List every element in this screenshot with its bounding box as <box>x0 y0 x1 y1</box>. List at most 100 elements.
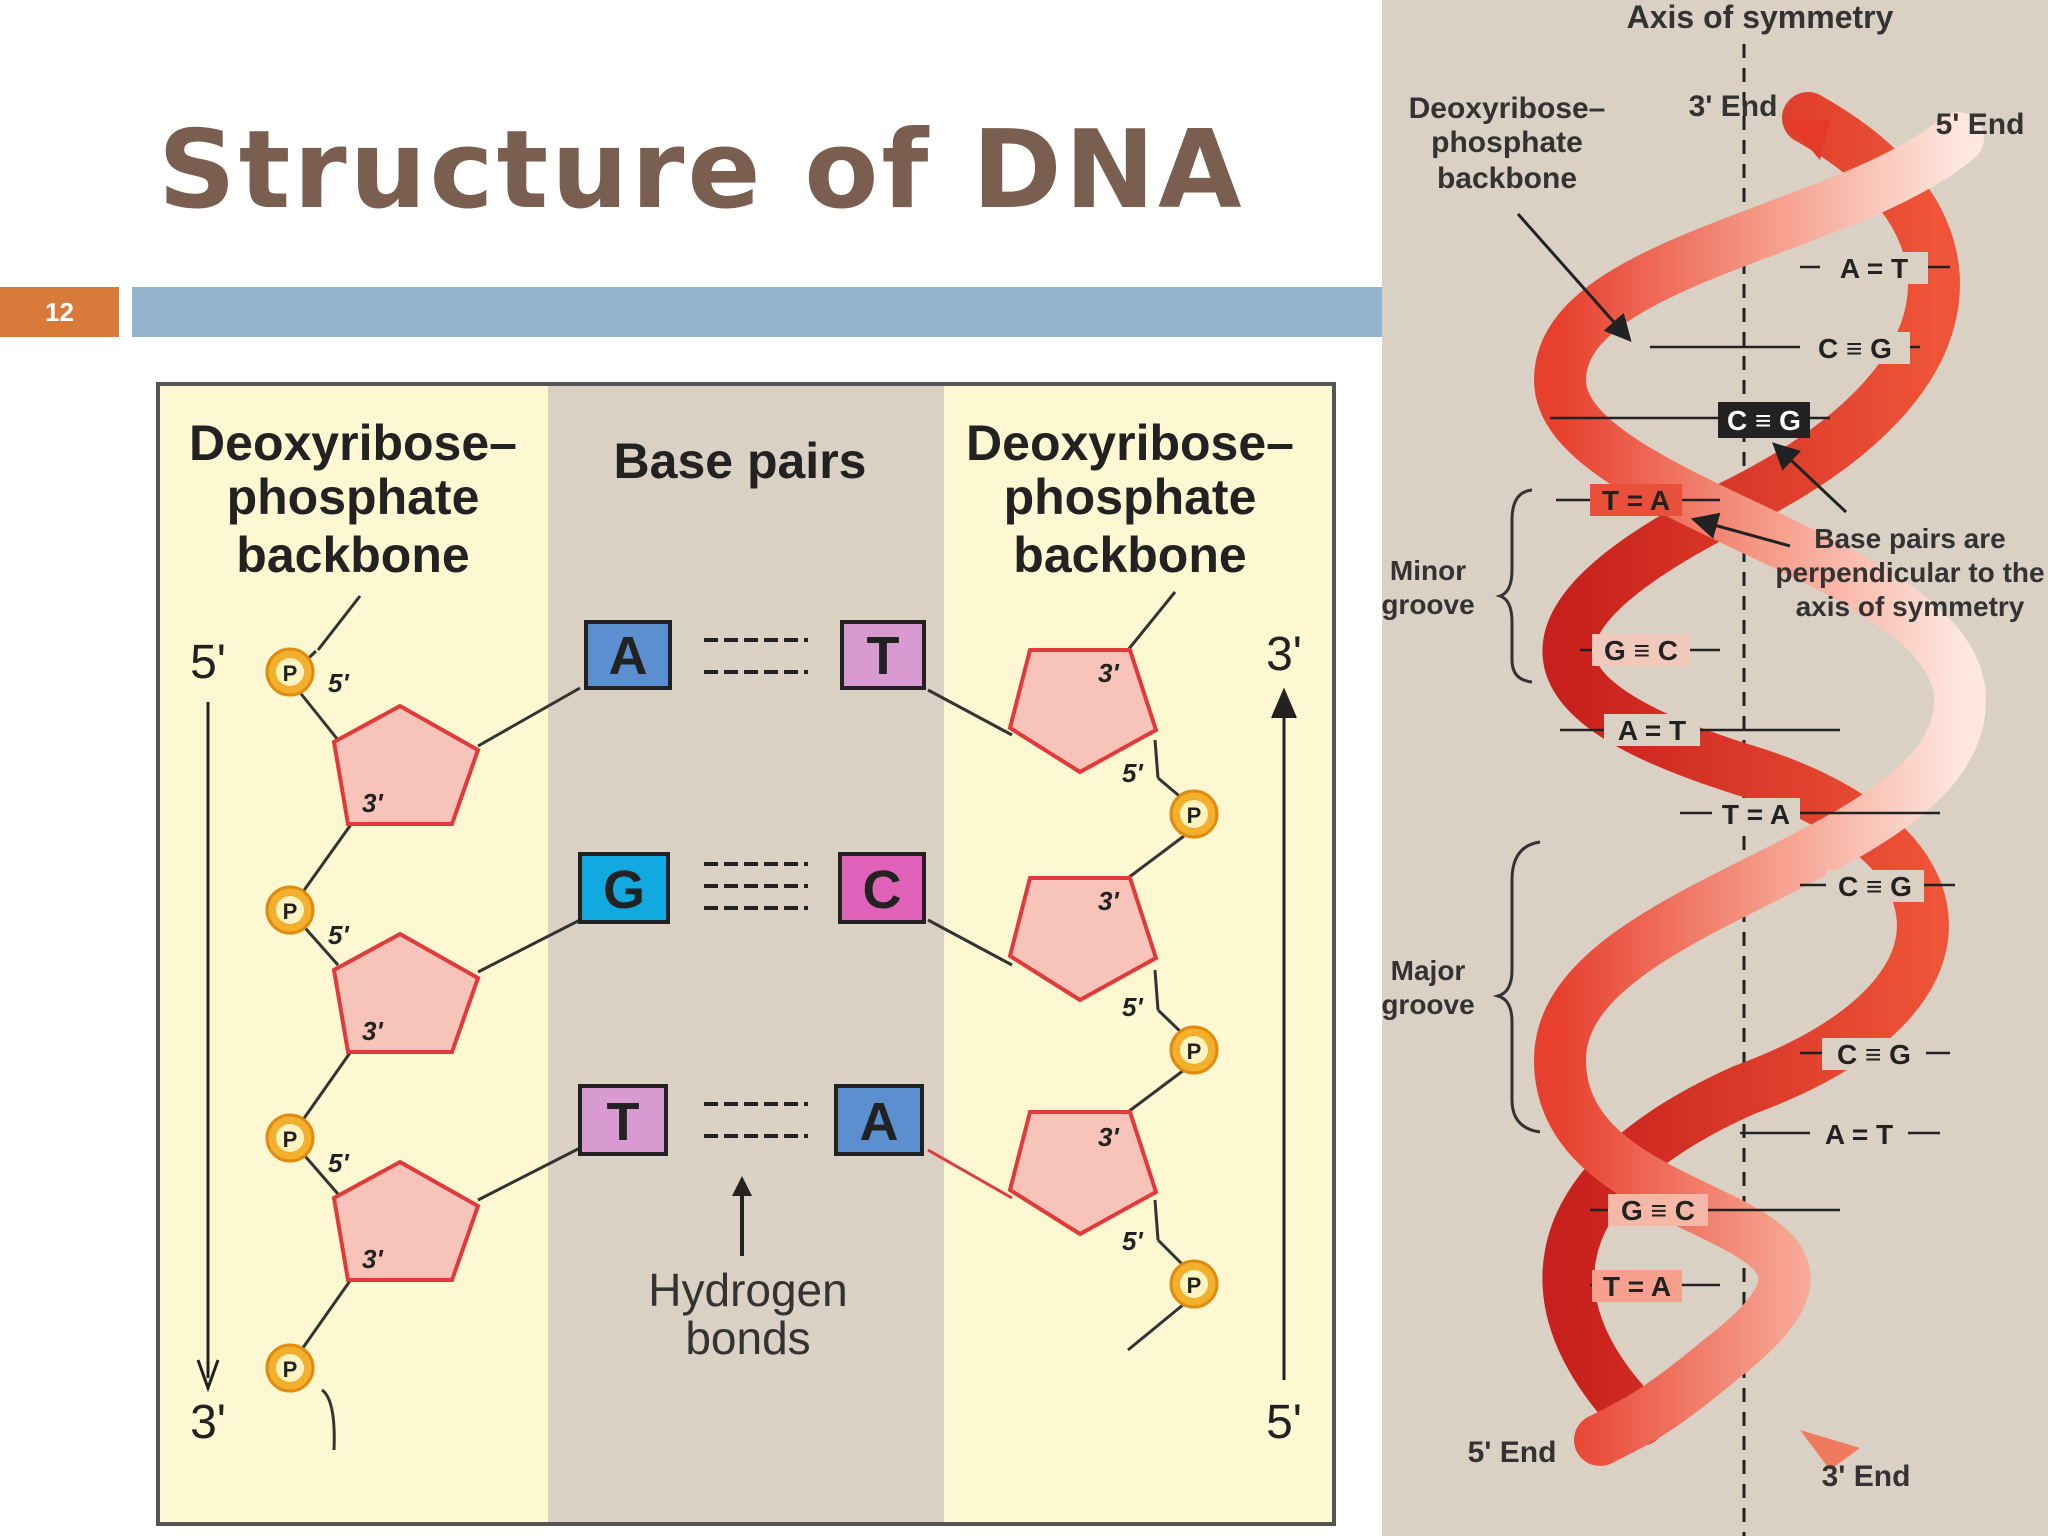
rung-label-bg <box>1592 634 1690 666</box>
major-groove-label-2: groove <box>1381 989 1474 1020</box>
minor-groove-label-2: groove <box>1381 589 1474 620</box>
base-pairs-heading: Base pairs <box>614 433 867 489</box>
base-pair-3: T A <box>578 1084 924 1156</box>
base-pair-2: G C <box>578 852 926 924</box>
base-pair-column <box>548 386 944 1522</box>
ribbon-end-top <box>1784 118 1830 160</box>
left-sugar-1 <box>331 703 481 826</box>
end-3-bottom: 3' End <box>1822 1460 1911 1493</box>
hydrogen-pointer-head <box>732 1176 752 1196</box>
right-backbone-label-2: phosphate <box>1004 469 1257 525</box>
rung-label-bg <box>1712 798 1800 830</box>
left-strand-5prime: 5' <box>190 636 226 689</box>
right-sugar-1-3prime: 3' <box>1098 658 1119 688</box>
base-t-3 <box>578 1084 668 1156</box>
minor-groove-brace <box>1495 488 1533 684</box>
right-sugar-2-3prime: 3' <box>1098 886 1119 916</box>
svg-text:P: P <box>1187 1039 1202 1064</box>
right-sugar-2-5prime: 5' <box>1122 992 1143 1022</box>
base-pair-panel: Deoxyribose– phosphate backbone Base pai… <box>156 382 1336 1526</box>
hydrogen-label-1: Hydrogen <box>648 1264 847 1316</box>
phosphate-right-1: P <box>1169 789 1219 839</box>
highlight-pair-box <box>1718 402 1810 438</box>
rung-label-bg <box>1822 1038 1926 1070</box>
helix-front-strand <box>1533 112 1987 1466</box>
phosphate-left-3: P <box>265 1113 315 1163</box>
rung-label-bg <box>1826 870 1924 902</box>
phosphate-left-2: P <box>265 885 315 935</box>
pair-label-11: G ≡ C <box>1621 1195 1695 1226</box>
right-sugar-1-5prime: 5' <box>1122 758 1143 788</box>
base-label: G <box>603 860 645 920</box>
phosphate-left-1: P <box>265 647 315 697</box>
axis-label: Axis of symmetry <box>1627 0 1894 35</box>
pair-label-2: C ≡ G <box>1818 333 1892 364</box>
minor-groove-label-1: Minor <box>1390 555 1466 586</box>
left-strand-3prime: 3' <box>190 1396 226 1449</box>
perpendicular-pointer-2 <box>1690 512 1791 548</box>
pair-label-4: T = A <box>1602 485 1670 516</box>
title-accent-bar <box>132 287 1382 337</box>
perpendicular-note-1: Base pairs are <box>1814 523 2005 554</box>
base-label: T <box>867 626 900 686</box>
base-a-1 <box>584 620 672 690</box>
rung-label-bg <box>1592 1270 1682 1302</box>
rung-label-bg <box>1810 1118 1908 1150</box>
svg-text:P: P <box>283 661 298 686</box>
left-backbone-label-1: Deoxyribose– <box>189 415 517 471</box>
right-bond-red <box>927 1148 1013 1200</box>
pair-label-6: A = T <box>1618 715 1686 746</box>
pair-label-9: C ≡ G <box>1837 1039 1911 1070</box>
svg-text:P: P <box>1187 803 1202 828</box>
rung-label-bg <box>1820 252 1928 284</box>
base-label: A <box>860 1092 899 1152</box>
backbone-pointer <box>1516 213 1632 343</box>
right-strand-3prime: 3' <box>1266 628 1302 681</box>
right-sugar-3-5prime: 5' <box>1122 1226 1143 1256</box>
pair-label-3: C ≡ G <box>1727 405 1801 436</box>
major-groove-brace <box>1492 840 1541 1134</box>
perpendicular-pointer-1 <box>1772 442 1848 514</box>
pair-label-10: A = T <box>1825 1119 1893 1150</box>
left-strand-arrowhead <box>196 1359 220 1393</box>
left-sugar-1-5prime: 5' <box>328 668 349 698</box>
hydrogen-bonds-1 <box>704 638 808 674</box>
svg-text:P: P <box>283 1127 298 1152</box>
pair-label-12: T = A <box>1603 1271 1671 1302</box>
helix-backbone-label-3: backbone <box>1437 162 1577 195</box>
left-sugar-3-3prime: 3' <box>362 1244 383 1274</box>
left-sugar-2 <box>331 931 481 1054</box>
pair-label-7: T = A <box>1722 799 1790 830</box>
rung-label-bg <box>1604 714 1700 746</box>
hydrogen-bonds-3 <box>704 1102 808 1138</box>
hydrogen-label-2: bonds <box>685 1312 810 1364</box>
helix-backbone-label-2: phosphate <box>1431 126 1583 159</box>
phosphate-right-2: P <box>1169 1025 1219 1075</box>
base-t-1 <box>840 620 926 690</box>
left-backbone-label-2: phosphate <box>227 469 480 525</box>
left-phosphates: P P P P <box>265 647 315 1393</box>
left-sugar-2-3prime: 3' <box>362 1016 383 1046</box>
rung-label-bg <box>1608 1194 1708 1226</box>
slide-number: 12 <box>0 287 119 337</box>
pair-label-1: A = T <box>1840 253 1908 284</box>
left-backbone-leader <box>316 595 362 651</box>
svg-text:P: P <box>283 899 298 924</box>
svg-text:P: P <box>1187 1273 1202 1298</box>
right-strand-5prime: 5' <box>1266 1396 1302 1449</box>
pair-label-8: C ≡ G <box>1838 871 1912 902</box>
phosphate-right-3: P <box>1169 1259 1219 1309</box>
rung-label-bg <box>1800 332 1910 364</box>
base-label: T <box>607 1092 640 1152</box>
base-label: C <box>863 860 902 920</box>
base-pair-1: A T <box>584 620 926 690</box>
right-strand-arrowhead <box>1271 687 1297 719</box>
base-a-3 <box>834 1084 924 1156</box>
right-backbone-label-1: Deoxyribose– <box>966 415 1294 471</box>
right-backbone-leader <box>1126 591 1177 651</box>
left-sugar-2-5prime: 5' <box>328 920 349 950</box>
base-g-2 <box>578 852 670 924</box>
right-sugar-3 <box>1007 1110 1159 1237</box>
right-backbone-label-3: backbone <box>1013 527 1246 583</box>
